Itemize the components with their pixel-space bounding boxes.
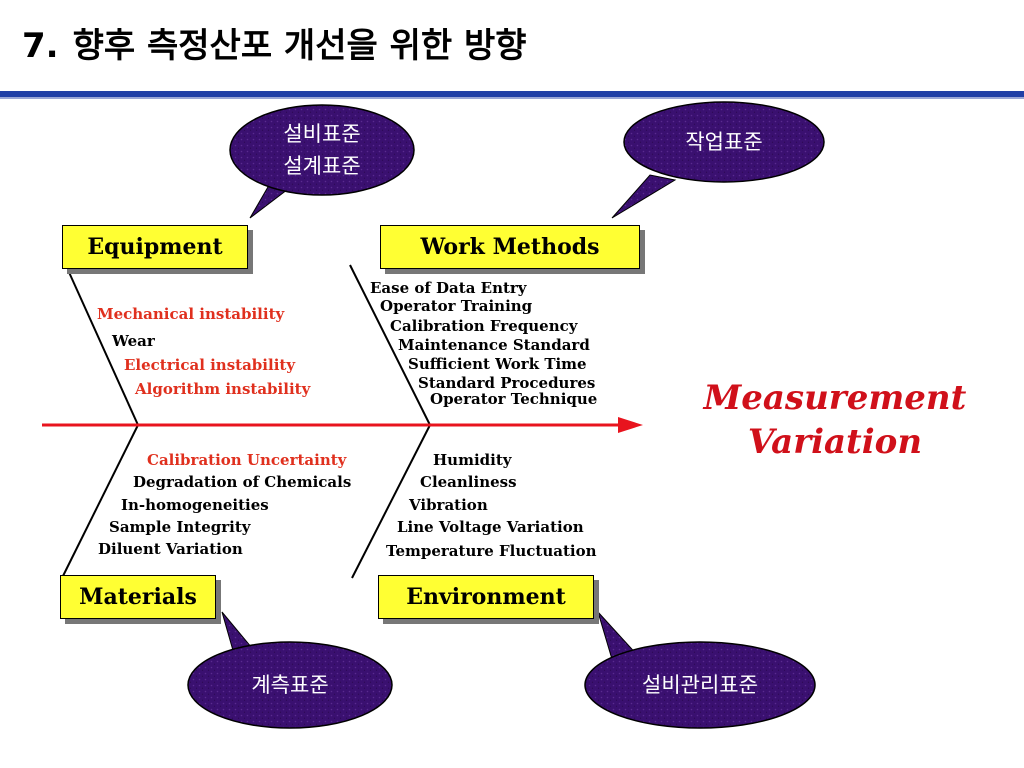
cause-work-methods-3: Calibration Frequency	[390, 317, 578, 335]
cause-environment-4: Line Voltage Variation	[397, 518, 584, 536]
bone-materials	[61, 424, 139, 579]
cause-work-methods-4: Maintenance Standard	[398, 336, 590, 354]
bubble-tail-work-methods	[611, 174, 677, 219]
bubble-environment	[584, 641, 816, 729]
cause-materials-1: Calibration Uncertainty	[147, 451, 347, 469]
cause-materials-4: Sample Integrity	[109, 518, 251, 536]
bubble-text-materials: 계측표준	[251, 673, 329, 697]
cause-work-methods-6: Standard Procedures	[418, 374, 596, 392]
cause-work-methods-5: Sufficient Work Time	[408, 355, 587, 373]
cause-work-methods-1: Ease of Data Entry	[370, 279, 527, 297]
cause-equipment-2: Wear	[112, 332, 155, 350]
bone-equipment	[67, 269, 139, 426]
bubble-materials	[187, 641, 393, 729]
title-text: 향후 측정산포 개선을 위한 방향	[72, 26, 527, 66]
category-equipment: Equipment	[62, 225, 248, 269]
cause-environment-1: Humidity	[433, 451, 512, 469]
cause-environment-5: Temperature Fluctuation	[386, 542, 597, 560]
cause-materials-2: Degradation of Chemicals	[133, 473, 352, 491]
title-number: 7.	[22, 26, 59, 66]
cause-equipment-1: Mechanical instability	[97, 305, 285, 323]
bubble-equipment	[229, 104, 415, 196]
cause-environment-2: Cleanliness	[420, 473, 517, 491]
cause-work-methods-7: Operator Technique	[430, 390, 598, 408]
cause-equipment-4: Algorithm instability	[135, 380, 311, 398]
category-materials: Materials	[60, 575, 216, 619]
effect-label: Measurement Variation	[680, 376, 990, 464]
cause-equipment-3: Electrical instability	[124, 356, 296, 374]
bubble-text-work-methods: 작업표준	[685, 130, 763, 154]
effect-line-2: Variation	[747, 422, 923, 462]
category-environment: Environment	[378, 575, 594, 619]
cause-environment-3: Vibration	[409, 496, 488, 514]
cause-materials-5: Diluent Variation	[98, 540, 243, 558]
spine-arrowhead	[618, 417, 643, 433]
bubble-work-methods	[623, 101, 825, 183]
category-work-methods: Work Methods	[380, 225, 640, 269]
title-rule	[0, 91, 1024, 97]
bone-environment	[351, 424, 431, 579]
effect-line-1: Measurement	[703, 378, 967, 418]
page-title: 7. 향후 측정산포 개선을 위한 방향	[22, 18, 527, 67]
bubble-equipment-line-2: 설계표준	[283, 154, 361, 178]
cause-materials-3: In-homogeneities	[121, 496, 269, 514]
bubble-text-environment: 설비관리표준	[642, 673, 758, 697]
title-rule-shadow	[0, 97, 1024, 99]
bone-work-methods	[349, 264, 431, 426]
bubble-text-equipment: 설비표준 설계표준	[230, 118, 414, 182]
cause-work-methods-2: Operator Training	[380, 297, 533, 315]
bubble-equipment-line-1: 설비표준	[283, 122, 361, 146]
